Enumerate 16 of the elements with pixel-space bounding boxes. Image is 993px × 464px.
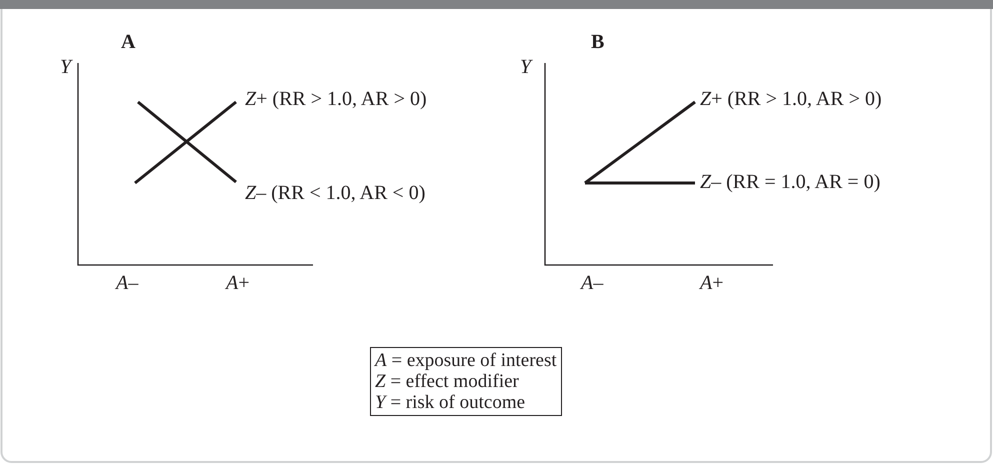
panel-letter: B xyxy=(591,32,604,52)
axis-label: Y xyxy=(520,57,532,77)
axis-tick-label: A+ xyxy=(226,273,250,293)
axis-tick-label: A– xyxy=(116,273,138,293)
axis-label: Y xyxy=(60,57,72,77)
line-label: Z– (RR = 1.0, AR = 0) xyxy=(700,172,880,192)
line-label: Z+ (RR > 1.0, AR > 0) xyxy=(700,89,882,109)
key-entry: A = exposure of interest xyxy=(375,350,557,371)
panel-letter: A xyxy=(121,32,136,52)
key-box xyxy=(370,347,562,416)
line-label: Z– (RR < 1.0, AR < 0) xyxy=(245,183,426,203)
line-label: Z+ (RR > 1.0, AR > 0) xyxy=(245,89,427,109)
axis-tick-label: A– xyxy=(581,273,604,293)
axis-tick-label: A+ xyxy=(700,273,724,293)
key-entry: Y = risk of outcome xyxy=(375,392,526,413)
key-entry: Z = effect modifier xyxy=(375,371,520,392)
